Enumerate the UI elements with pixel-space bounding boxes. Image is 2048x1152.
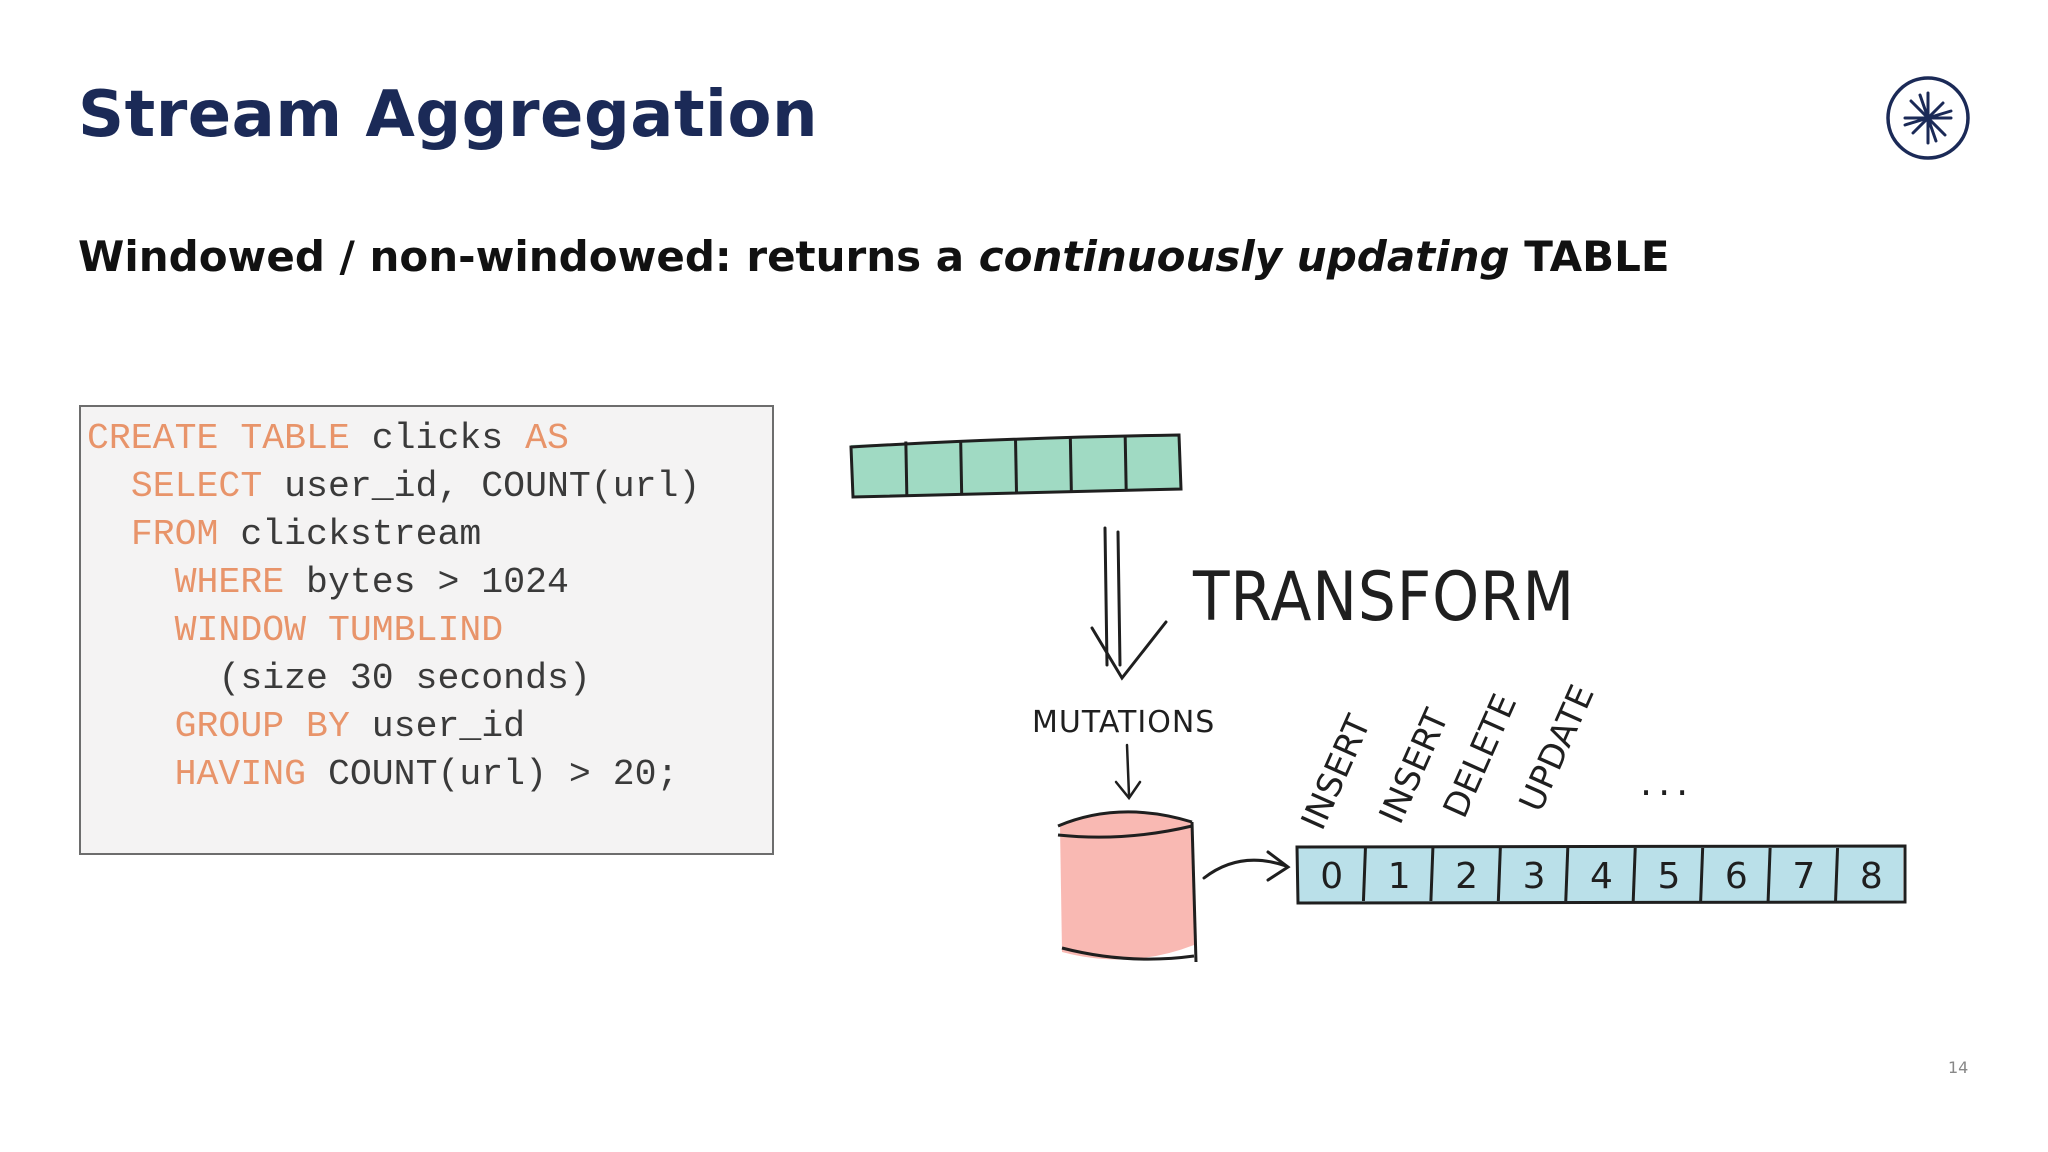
log-cell-divider <box>1361 847 1367 902</box>
transform-label: TRANSFORM <box>1192 558 1575 637</box>
code-line: HAVING COUNT(url) > 20; <box>87 751 772 799</box>
mutation-operation: UPDATE <box>1512 679 1603 818</box>
asterisk-burst-icon <box>1886 76 1970 160</box>
mutation-operation: INSERT <box>1294 709 1380 836</box>
subtitle-text: Windowed / non-windowed: returns a <box>78 232 979 281</box>
log-cell-divider <box>1631 847 1637 902</box>
code-line: CREATE TABLE clicks AS <box>87 415 772 463</box>
stream-cell-divider <box>1068 436 1073 492</box>
page-number: 14 <box>1948 1058 1969 1077</box>
log-offset: 7 <box>1792 856 1815 897</box>
code-keyword: AS <box>525 418 569 459</box>
code-line: (size 30 seconds) <box>87 655 772 703</box>
log-cell-divider <box>1496 847 1502 902</box>
stream-cell-divider <box>959 439 964 495</box>
code-text: (size 30 seconds) <box>218 658 591 699</box>
changelog-stream: 0 1 2 3 4 5 6 7 8 <box>1295 844 1907 905</box>
code-text: user_id, COUNT(url) <box>262 466 701 507</box>
subtitle-text-end: TABLE <box>1509 232 1670 281</box>
log-offset: 0 <box>1320 856 1343 897</box>
code-keyword: WINDOW TUMBLIND <box>174 610 504 651</box>
code-keyword: HAVING <box>174 754 307 795</box>
changelog-arrow <box>1202 850 1291 882</box>
code-keyword: SELECT <box>130 466 263 507</box>
code-text: clickstream <box>218 514 482 555</box>
table-cylinder <box>1057 810 1198 963</box>
table-cylinder-side <box>1190 821 1198 963</box>
input-stream <box>849 433 1183 499</box>
code-keyword: CREATE TABLE <box>87 418 350 459</box>
log-offset: 5 <box>1657 856 1680 897</box>
sql-code-block: CREATE TABLE clicks AS SELECT user_id, C… <box>79 405 774 855</box>
table-cylinder-bottom <box>1061 946 1195 961</box>
log-cell-divider <box>1834 847 1840 902</box>
code-keyword: WHERE <box>174 562 285 603</box>
code-text: clicks <box>349 418 526 459</box>
log-offset: 1 <box>1388 856 1411 897</box>
transform-arrow <box>1090 526 1168 681</box>
changelog-outline <box>1295 844 1907 905</box>
mutations-arrow <box>1114 743 1142 801</box>
subtitle-emphasis: continuously updating <box>978 232 1510 281</box>
stream-cell-divider <box>1014 438 1018 493</box>
table-cylinder-rim <box>1057 824 1193 839</box>
code-text: user_id <box>349 706 526 747</box>
log-offset: 4 <box>1590 856 1613 897</box>
log-offset: 6 <box>1725 856 1748 897</box>
slide-subtitle: Windowed / non-windowed: returns a conti… <box>78 232 1670 281</box>
table-cylinder-fill <box>1060 811 1194 960</box>
slide-title: Stream Aggregation <box>78 78 818 152</box>
input-stream-outline <box>849 433 1183 499</box>
log-offset: 2 <box>1455 856 1478 897</box>
code-line: WHERE bytes > 1024 <box>87 559 772 607</box>
code-line: GROUP BY user_id <box>87 703 772 751</box>
ellipsis: ... <box>1640 760 1694 804</box>
log-cell-divider <box>1429 847 1435 902</box>
log-offset: 8 <box>1860 856 1883 897</box>
mutation-operation: DELETE <box>1436 688 1526 823</box>
log-offset: 3 <box>1523 856 1546 897</box>
code-line: FROM clickstream <box>87 511 772 559</box>
stream-cell-divider <box>904 441 909 496</box>
code-text: bytes > 1024 <box>284 562 569 603</box>
table-cylinder-top <box>1057 810 1193 828</box>
code-text: COUNT(url) > 20; <box>306 754 679 795</box>
log-cell-divider <box>1699 847 1705 902</box>
changelog-fill <box>1298 847 1903 902</box>
mutations-label: MUTATIONS <box>1032 705 1215 740</box>
code-keyword: GROUP BY <box>174 706 350 747</box>
code-keyword: FROM <box>130 514 219 555</box>
log-cell-divider <box>1766 847 1772 902</box>
stream-cell-divider <box>1123 435 1128 490</box>
code-line: SELECT user_id, COUNT(url) <box>87 463 772 511</box>
code-line: WINDOW TUMBLIND <box>87 607 772 655</box>
log-cell-divider <box>1564 847 1570 902</box>
